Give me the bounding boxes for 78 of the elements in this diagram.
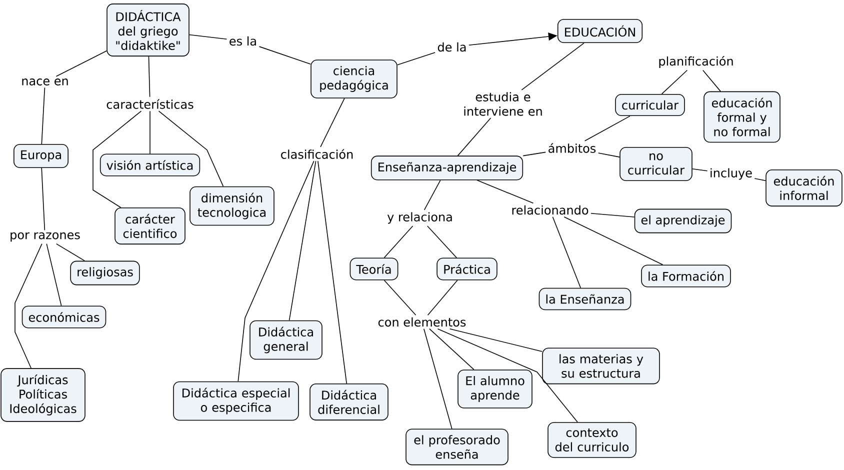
connector-line bbox=[429, 328, 474, 370]
concept-box: Didáctica diferencial bbox=[310, 384, 388, 420]
concept-box: curricular bbox=[615, 94, 685, 116]
connector-line bbox=[564, 216, 664, 266]
connector-line bbox=[449, 328, 542, 352]
concept-box: Europa bbox=[14, 144, 68, 168]
connector-line bbox=[754, 178, 766, 182]
connector-line bbox=[14, 243, 42, 369]
connector-line bbox=[457, 118, 492, 156]
concept-box: Teoría bbox=[350, 258, 398, 280]
concept-box: dimensión tecnologica bbox=[190, 186, 274, 226]
linking-phrase: ámbitos bbox=[546, 141, 598, 155]
concept-box: el aprendizaje bbox=[634, 208, 732, 234]
connector-line bbox=[158, 110, 224, 187]
concept-box: Didáctica especial o especifica bbox=[173, 381, 299, 421]
concept-box: no curricular bbox=[620, 146, 692, 182]
connector-line bbox=[584, 116, 630, 142]
connector-line bbox=[424, 328, 452, 430]
linking-phrase: por razones bbox=[8, 230, 82, 244]
concept-box: El alumno aprende bbox=[458, 370, 532, 408]
linking-phrase: nace en bbox=[19, 76, 71, 88]
connector-line bbox=[397, 52, 436, 66]
connector-line bbox=[148, 56, 150, 98]
concept-box: religiosas bbox=[70, 260, 140, 286]
connector-line bbox=[288, 160, 316, 321]
linking-phrase: clasificación bbox=[278, 147, 356, 161]
concept-box: contexto del curriculo bbox=[548, 422, 636, 458]
connector-line bbox=[318, 160, 348, 384]
linking-phrase: estudia e interviene en bbox=[459, 90, 547, 118]
concept-box: educación formal y no formal bbox=[704, 91, 780, 143]
connector-line bbox=[41, 168, 46, 231]
linking-phrase: relacionando bbox=[509, 203, 591, 217]
concept-box: la Formación bbox=[641, 264, 731, 288]
concept-box: carácter cientifico bbox=[114, 208, 186, 244]
concept-box: EDUCACIÓN bbox=[557, 18, 643, 44]
connector-line bbox=[702, 70, 721, 92]
linking-phrase: características bbox=[104, 97, 196, 111]
connector-line bbox=[92, 110, 142, 208]
connector-line bbox=[384, 226, 414, 258]
connector-line bbox=[258, 46, 311, 65]
connector-line bbox=[476, 180, 534, 204]
concept-box: Práctica bbox=[436, 258, 498, 280]
connector-line bbox=[426, 226, 457, 258]
connector-line bbox=[46, 243, 62, 306]
concept-box: económicas bbox=[22, 306, 106, 328]
linking-phrase: y relaciona bbox=[385, 210, 455, 226]
concept-box: las materias y su estructura bbox=[542, 348, 660, 384]
connector-line bbox=[437, 328, 578, 422]
linking-phrase: con elementos bbox=[376, 315, 468, 329]
concept-box: educación informal bbox=[766, 170, 842, 206]
concept-box: Jurídicas Políticas Ideológicas bbox=[0, 368, 86, 422]
connector-line bbox=[41, 87, 46, 144]
connector-line bbox=[590, 212, 635, 218]
linking-phrase: es la bbox=[226, 34, 260, 48]
connector-line bbox=[692, 168, 708, 172]
linking-phrase: planificación bbox=[656, 54, 736, 70]
linking-phrase: incluye bbox=[708, 166, 754, 182]
connector-line bbox=[384, 280, 416, 316]
connector-line bbox=[598, 152, 620, 158]
concept-box: la Enseñanza bbox=[538, 288, 632, 310]
connector-line bbox=[661, 70, 688, 94]
connector-line bbox=[424, 180, 441, 210]
connector-line bbox=[521, 42, 584, 90]
connector-line bbox=[56, 243, 86, 262]
concept-box: visión artística bbox=[100, 154, 200, 176]
linking-phrase: de la bbox=[435, 40, 469, 54]
connector-line bbox=[320, 98, 345, 148]
connector-line bbox=[552, 216, 582, 288]
connector-line bbox=[189, 34, 228, 40]
concept-box: DIDÁCTICA del griego "didaktike" bbox=[106, 4, 190, 56]
concept-box: Enseñanza-aprendizaje bbox=[370, 156, 524, 180]
concept-box: ciencia pedagógica bbox=[310, 60, 398, 98]
connector-line bbox=[238, 160, 314, 382]
connector-line bbox=[427, 280, 458, 316]
concept-box: Didáctica general bbox=[250, 320, 322, 360]
concept-box: el profesorado enseña bbox=[406, 428, 508, 466]
connector-line bbox=[522, 152, 546, 156]
connector-line bbox=[56, 50, 107, 77]
